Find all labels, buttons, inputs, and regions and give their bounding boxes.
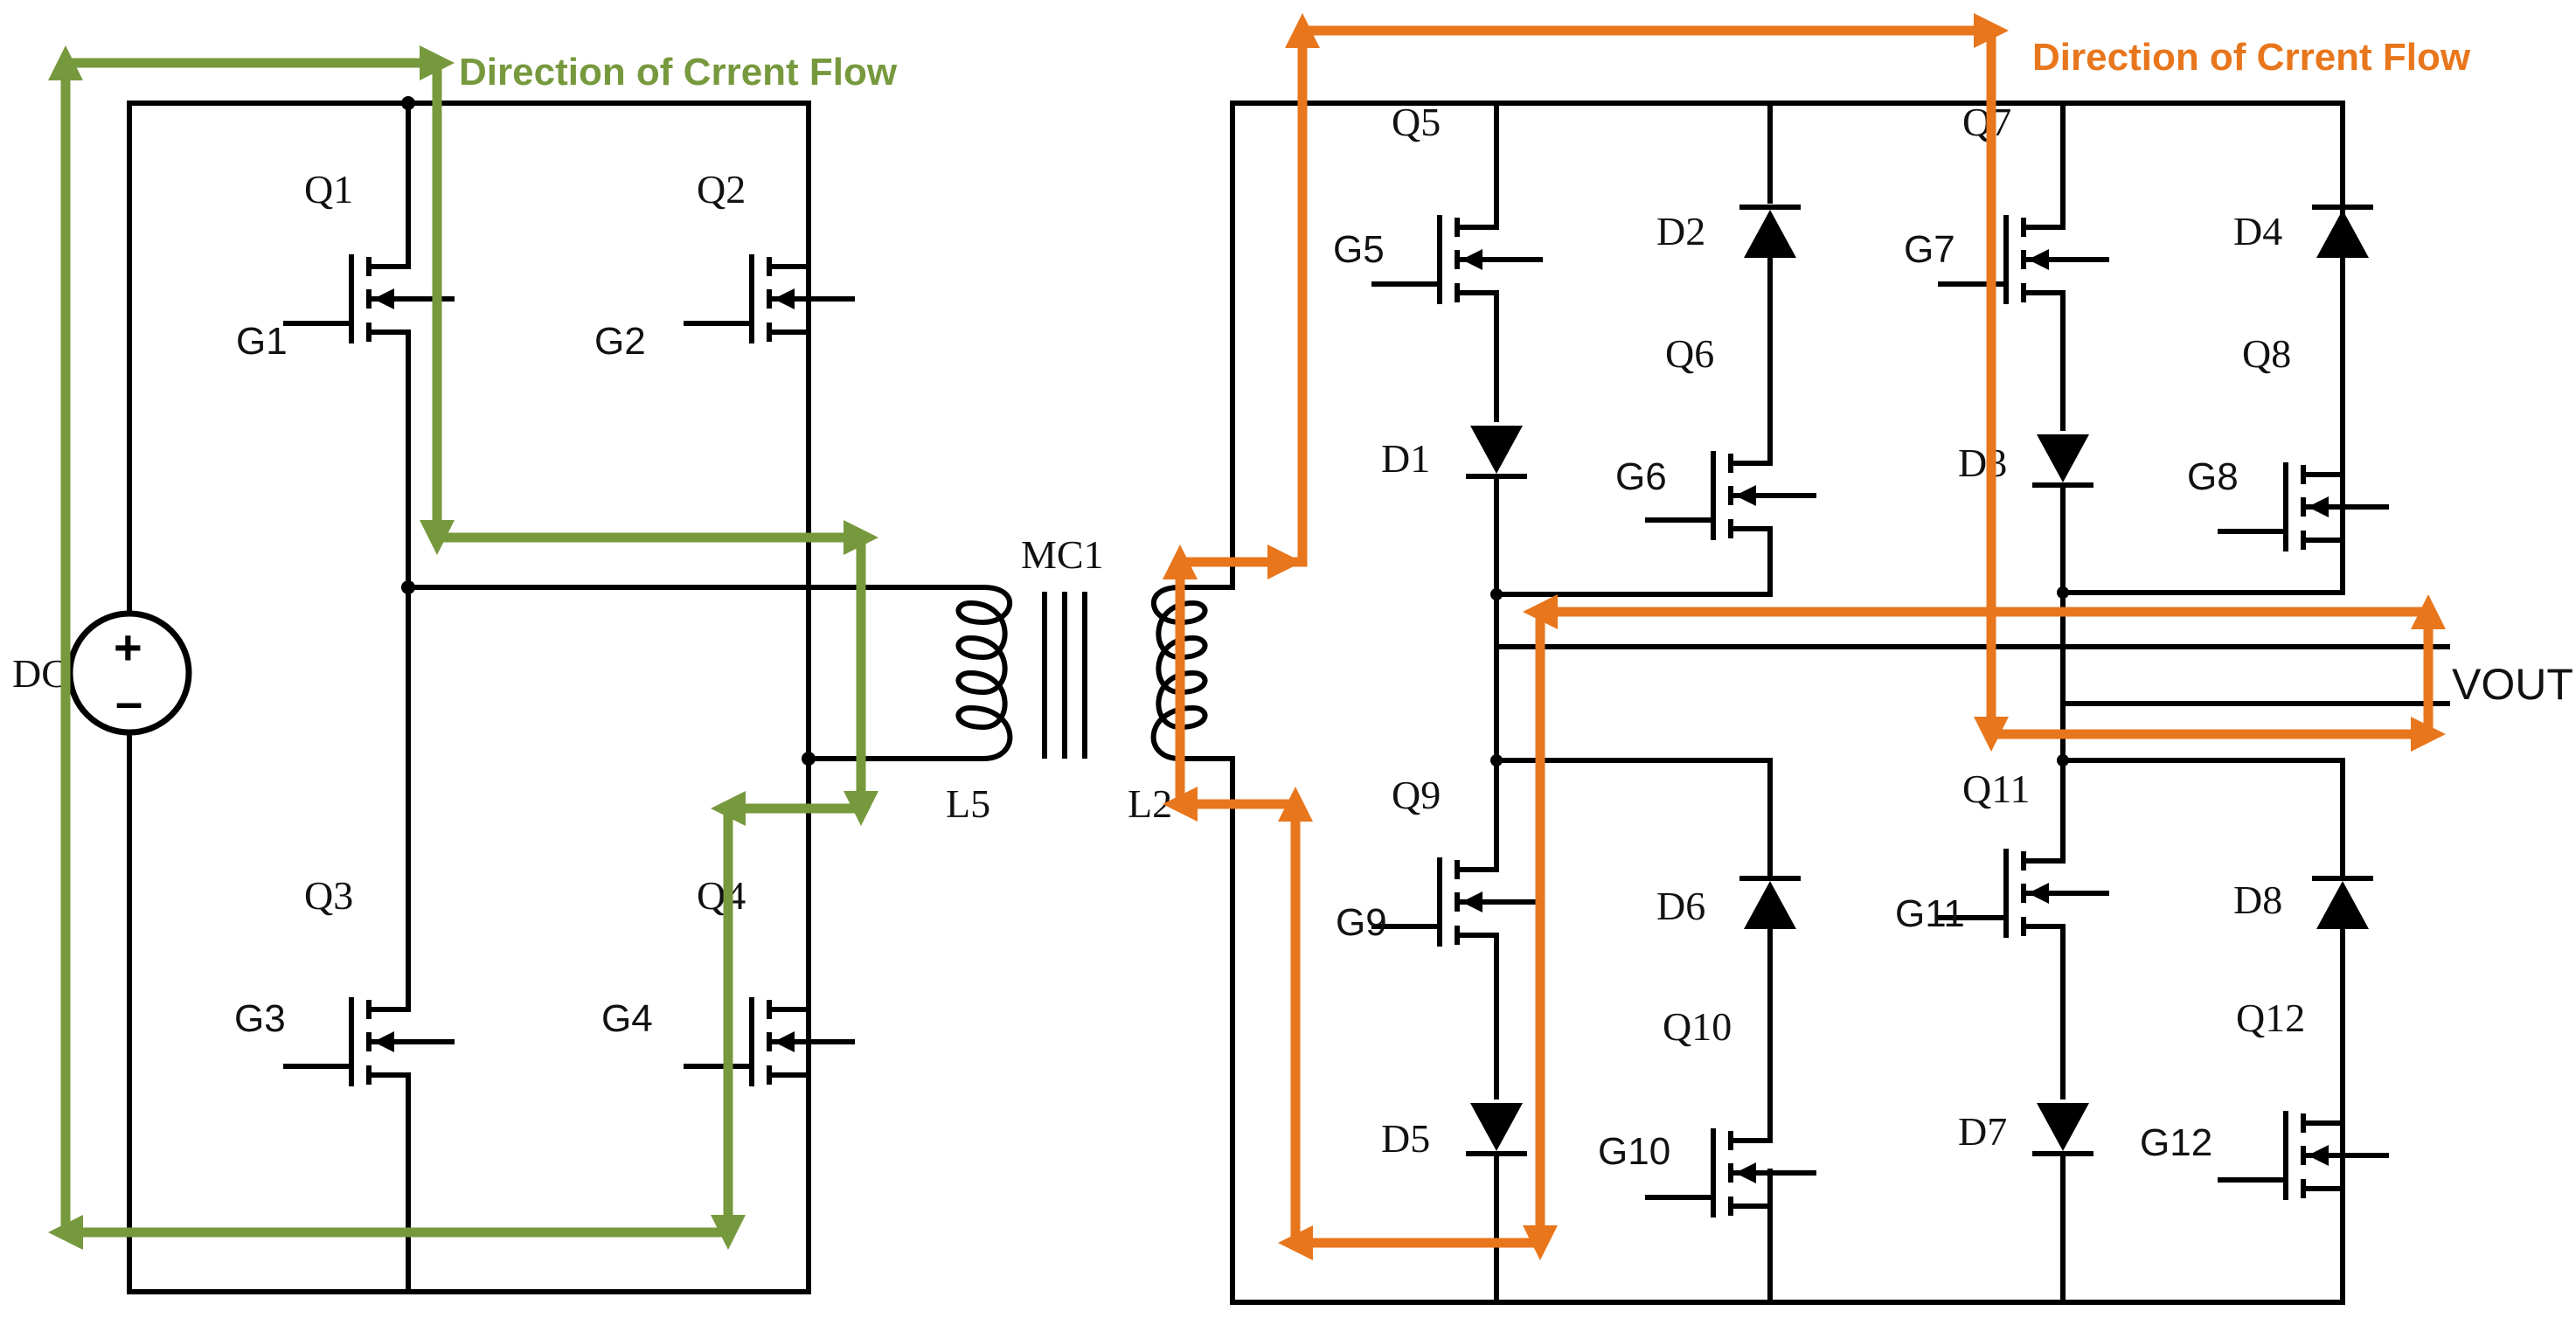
d5-label: D5 [1381,1116,1430,1161]
flow-arrow-left [1278,1225,1313,1260]
flow-arrow-right [2411,717,2446,752]
mosfet-q12 [2220,1075,2386,1241]
flow-arrow-up [48,45,83,80]
left-flow-title: Direction of Crrent Flow [459,51,898,94]
g10-label: G10 [1598,1130,1670,1173]
mosfet-q10 [1648,1093,1814,1259]
vout-label: VOUT [2452,660,2573,709]
d2-label: D2 [1656,209,1705,253]
primary-bridge: Q1 Q2 Q3 Q4 G1 G2 G3 G4 + – DC [12,96,986,1294]
primary-frame-wire [127,101,811,1294]
l5-label: L5 [946,781,990,826]
flow-arrow-down [711,1215,746,1250]
flow-arrow-down [420,520,455,555]
d8-label: D8 [2233,878,2282,922]
flow-arrow-down [844,791,878,826]
diode-d4 [2315,207,2371,258]
flow-arrow-right [1267,545,1302,579]
flow-arrow-left [1523,594,1558,629]
g9-label: G9 [1336,901,1387,944]
q8-label: Q8 [2242,331,2291,376]
g5-label: G5 [1333,228,1385,271]
q9-label: Q9 [1392,773,1441,817]
d4-label: D4 [2233,209,2282,253]
mosfet-q11 [1941,813,2107,979]
mosfet-q4 [686,961,852,1127]
mosfet-q3 [286,961,452,1127]
q12-label: Q12 [2236,995,2305,1040]
flow-arrow-right [420,45,455,80]
q5-label: Q5 [1392,100,1441,144]
flow-arrow-right [1974,13,2009,48]
secondary-current-flow-path [1163,13,2446,1260]
diode-d1 [1469,426,1524,476]
diode-d8 [2315,878,2371,929]
mosfet-q7 [1941,179,2107,345]
g3-label: G3 [234,997,286,1040]
d3-label: D3 [1958,440,2007,485]
mc1-label: MC1 [1021,532,1104,577]
g8-label: G8 [2187,455,2239,498]
q1-label: Q1 [304,167,353,212]
mosfet-q9 [1374,822,1540,988]
flow-arrow-left [48,1215,83,1250]
g6-label: G6 [1615,455,1667,498]
transformer-mc1: MC1 L5 L2 [946,101,1235,1305]
flow-arrow-left [711,791,746,826]
flow-arrow-right [844,520,878,555]
diode-d2 [1742,207,1798,258]
flow-arrow-down [1974,717,2009,752]
q10-label: Q10 [1663,1004,1732,1049]
flow-arrow-up [1285,13,1320,48]
g1-label: G1 [236,320,288,363]
g11-label: G11 [1895,892,1965,935]
mosfet-q2 [686,219,852,385]
diode-d3 [2035,434,2091,485]
q11-label: Q11 [1962,767,2031,811]
flow-arrow-up [1278,787,1313,822]
g12-label: G12 [2140,1121,2212,1164]
primary-current-flow-path [48,45,878,1250]
flow-arrow-down [1523,1225,1558,1260]
g7-label: G7 [1904,228,1955,271]
d6-label: D6 [1656,884,1705,928]
secondary-converter: Q5 Q6 Q7 Q8 Q9 Q10 Q11 Q12 G5 G6 G7 G8 G… [1230,100,2573,1305]
diode-d5 [1469,1103,1524,1154]
q6-label: Q6 [1665,331,1714,376]
diode-d7 [2035,1103,2091,1154]
flow-arrow-up [1163,545,1198,579]
g4-label: G4 [601,997,653,1040]
right-flow-title: Direction of Crrent Flow [2032,36,2471,79]
flow-arrow-left [1163,787,1198,822]
mosfet-q1 [286,219,452,385]
mosfet-q5 [1374,179,1540,345]
d1-label: D1 [1381,436,1430,481]
dc-plus: + [114,620,142,675]
dc-minus: – [115,674,142,729]
q3-label: Q3 [304,873,353,918]
flow-arrow-up [2411,594,2446,629]
g2-label: G2 [594,320,646,363]
mosfet-q6 [1648,415,1814,581]
dc-label: DC [12,651,68,696]
dc-source: + – [66,610,192,736]
q4-label: Q4 [697,873,746,918]
q2-label: Q2 [697,167,746,212]
d7-label: D7 [1958,1109,2007,1154]
diode-d6 [1742,878,1798,929]
mosfet-q8 [2220,427,2386,593]
